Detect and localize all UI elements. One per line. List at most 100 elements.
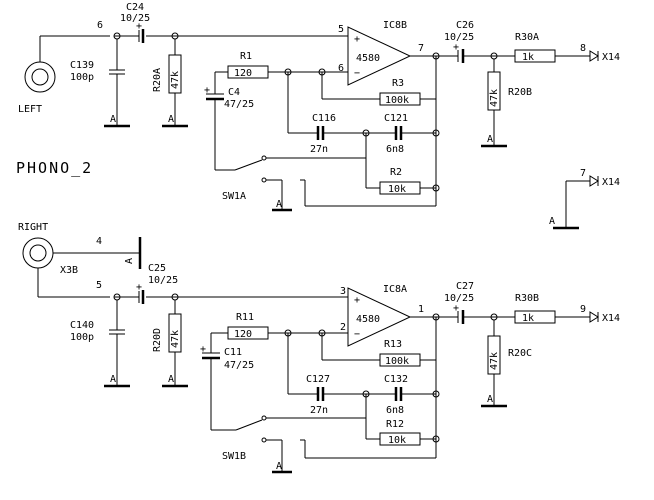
c27-ref: C27 — [456, 281, 474, 292]
r20a-resistor: 47k R20A A — [152, 39, 188, 128]
r12-resistor: 10k R12 — [365, 394, 440, 446]
left-channel: LEFT 6 + C24 10/25 A C139 100p — [18, 2, 620, 212]
sw1b-switch: A SW1B — [222, 415, 436, 474]
gnd-node: 7 — [580, 168, 586, 179]
r20b-value: 47k — [489, 89, 500, 107]
c24-capacitor: + C24 10/25 — [120, 2, 150, 43]
c140-ref: C140 — [70, 320, 94, 331]
r3-value: 100k — [385, 95, 409, 106]
r2-resistor: 10k R2 — [365, 133, 440, 195]
c127-c132-network: C127 27n C132 6n8 — [287, 333, 440, 416]
c24-value: 10/25 — [120, 13, 150, 24]
c24-plus: + — [136, 21, 142, 32]
c127-ref: C127 — [306, 374, 330, 385]
c139-capacitor: A C139 100p — [70, 39, 130, 128]
ic8b-ref: IC8B — [383, 20, 407, 31]
right-jack-gnd: A — [124, 258, 135, 264]
ic8a-ref: IC8A — [383, 284, 407, 295]
right-jack-ref: X3B — [60, 265, 78, 276]
ic8b-opamp: + − 4580 IC8B 5 6 7 — [338, 20, 424, 86]
c11-plus: + — [200, 344, 206, 355]
sw1a-ref: SW1A — [222, 191, 246, 202]
c121-ref: C121 — [384, 113, 408, 124]
c25-value: 10/25 — [148, 275, 178, 286]
right-out-conn: X14 — [602, 313, 620, 324]
r11-value: 120 — [234, 329, 252, 340]
r30a-ref: R30A — [515, 32, 539, 43]
c25-capacitor: + C25 10/25 — [136, 263, 178, 304]
c132-value: 6n8 — [386, 405, 404, 416]
r2-ref: R2 — [390, 167, 402, 178]
r20d-value: 47k — [170, 330, 181, 348]
c140-capacitor: A C140 100p — [70, 300, 130, 388]
ic8b-pin-out: 7 — [418, 43, 424, 54]
r20c-value: 47k — [489, 352, 500, 370]
left-node-in: 6 — [97, 20, 103, 31]
r12-value: 10k — [388, 435, 406, 446]
left-out-node: 8 — [580, 43, 586, 54]
r20d-resistor: 47k R20D A — [152, 300, 188, 388]
c11-capacitor: + C11 47/25 — [200, 333, 254, 431]
c140-value: 100p — [70, 332, 94, 343]
r20c-gnd: A — [487, 394, 493, 405]
right-out-node: 9 — [580, 304, 586, 315]
c116-ref: C116 — [312, 113, 336, 124]
right-output-stage: + C27 10/25 1k R30B 9 X14 47k R20C A — [444, 281, 620, 408]
right-node-in: 5 — [96, 280, 102, 291]
r20a-ref: R20A — [152, 68, 163, 92]
c4-capacitor: + C4 47/25 — [204, 72, 254, 171]
ic8a-part: 4580 — [356, 314, 380, 325]
r3-resistor: 100k R3 — [321, 56, 437, 206]
c139-ref: C139 — [70, 60, 94, 71]
r2-value: 10k — [388, 184, 406, 195]
c4-value: 47/25 — [224, 99, 254, 110]
c27-plus: + — [453, 303, 459, 314]
c4-ref: C4 — [228, 87, 240, 98]
r11-resistor: 120 R11 — [211, 312, 326, 340]
c25-plus: + — [136, 282, 142, 293]
r3-ref: R3 — [392, 78, 404, 89]
c27-value: 10/25 — [444, 293, 474, 304]
sw1b-gnd: A — [276, 461, 282, 472]
right-channel: RIGHT X3B A 4 5 + C25 10/25 — [18, 222, 620, 474]
r20b-ref: R20B — [508, 87, 532, 98]
gnd-conn: X14 — [602, 177, 620, 188]
c139-gnd: A — [110, 114, 116, 125]
ic8a-minus: − — [354, 329, 360, 340]
c11-value: 47/25 — [224, 360, 254, 371]
c4-plus: + — [204, 85, 210, 96]
left-jack-label: LEFT — [18, 104, 42, 115]
r30a-value: 1k — [522, 52, 534, 63]
r20b-gnd: A — [487, 134, 493, 145]
ic8b-part: 4580 — [356, 53, 380, 64]
ic8a-pin-plus: 3 — [340, 286, 346, 297]
c26-value: 10/25 — [444, 32, 474, 43]
c11-ref: C11 — [224, 347, 242, 358]
ic8b-pin-minus: 6 — [338, 63, 344, 74]
r1-ref: R1 — [240, 51, 252, 62]
right-jack-label: RIGHT — [18, 222, 48, 233]
ic8b-minus: − — [354, 68, 360, 79]
right-jack: RIGHT X3B A 4 — [18, 222, 142, 298]
r13-value: 100k — [385, 356, 409, 367]
sw1b-ref: SW1B — [222, 451, 246, 462]
ic8a-pin-minus: 2 — [340, 322, 346, 333]
c139-value: 100p — [70, 72, 94, 83]
r20d-gnd: A — [168, 374, 174, 385]
right-node-gnd: 4 — [96, 236, 102, 247]
r13-resistor: 100k R13 — [321, 317, 437, 458]
c140-gnd: A — [110, 374, 116, 385]
r13-ref: R13 — [384, 339, 402, 350]
c26-ref: C26 — [456, 20, 474, 31]
c121-value: 6n8 — [386, 144, 404, 155]
r12-ref: R12 — [386, 419, 404, 430]
ic8a-pin-out: 1 — [418, 304, 424, 315]
r20c-ref: R20C — [508, 348, 532, 359]
ic8a-opamp: + − 4580 IC8A 3 2 1 — [340, 284, 424, 347]
r30b-ref: R30B — [515, 293, 539, 304]
gnd-conn-symbol: A — [549, 216, 555, 227]
r20a-gnd: A — [168, 114, 174, 125]
left-jack: LEFT — [18, 35, 110, 115]
ic8b-plus: + — [354, 34, 360, 45]
